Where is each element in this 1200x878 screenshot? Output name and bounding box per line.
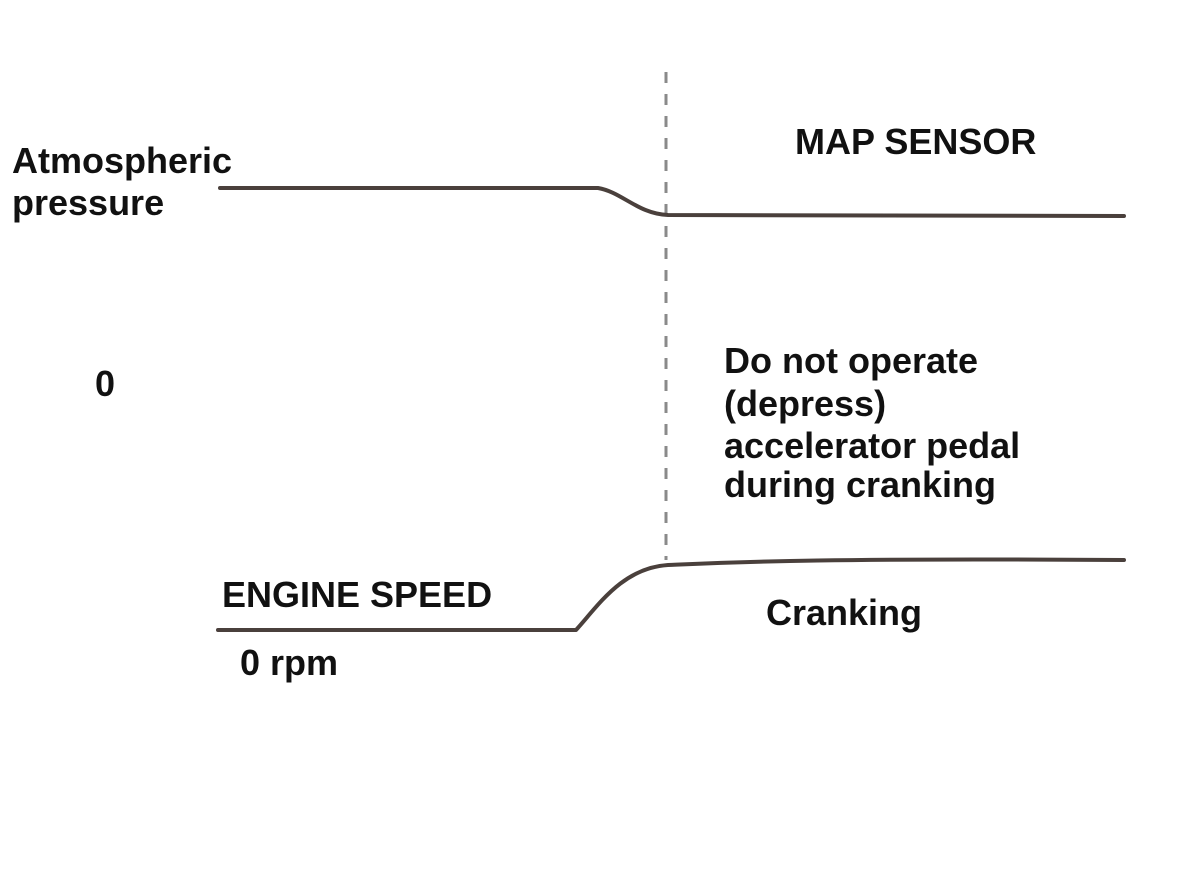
map-sensor-trace — [218, 186, 1126, 218]
engine-speed-trace — [216, 557, 1126, 632]
cranking-note: Do not operate (depress) accelerator ped… — [724, 340, 1030, 505]
zero-pressure-label: 0 — [95, 363, 115, 404]
cranking-label: Cranking — [766, 592, 922, 633]
map-sensor-title: MAP SENSOR — [795, 121, 1036, 162]
zero-rpm-label: 0 rpm — [240, 642, 338, 683]
atmospheric-pressure-label: Atmospheric pressure — [12, 140, 242, 223]
engine-speed-title: ENGINE SPEED — [222, 574, 492, 615]
